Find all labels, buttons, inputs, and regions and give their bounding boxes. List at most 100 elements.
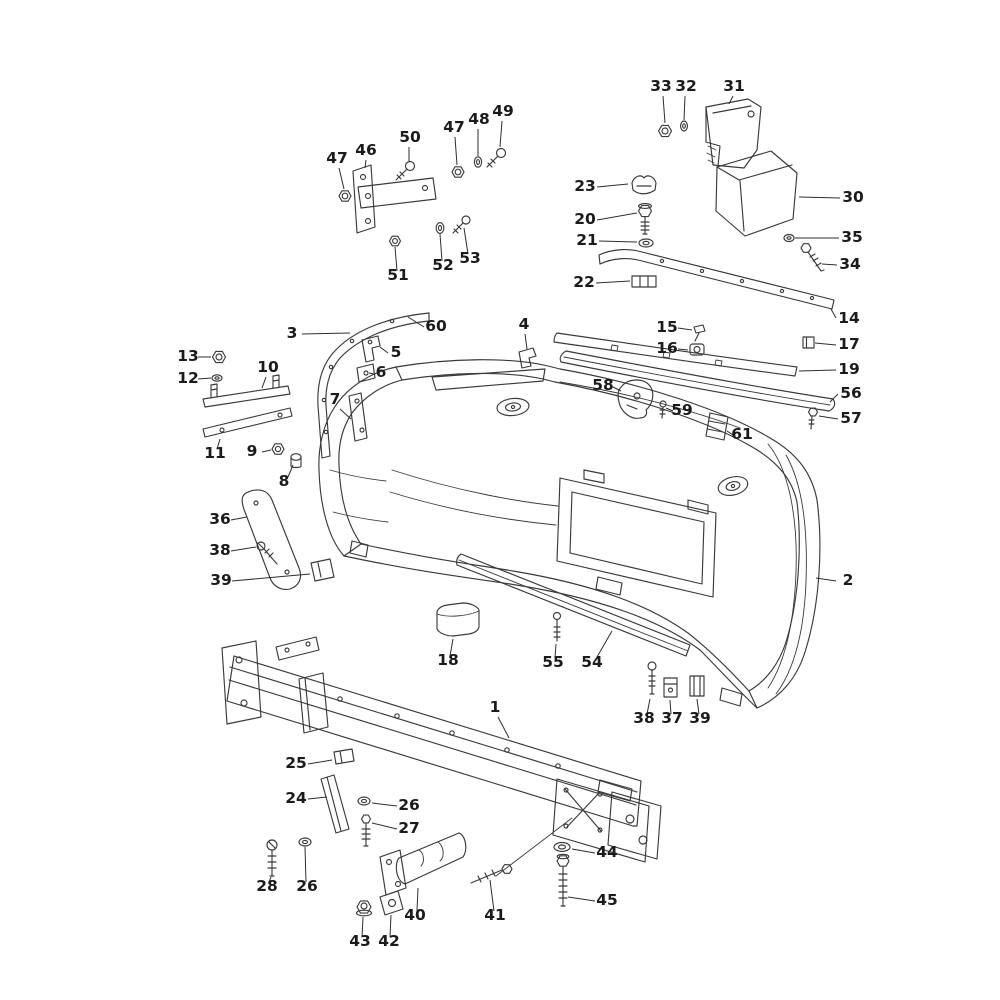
leader-line-24-53: [307, 796, 328, 800]
arch-seal-strip: [317, 312, 430, 459]
spacer-8: [290, 453, 302, 461]
nut-13: [211, 350, 227, 364]
callout-57-36: 57: [840, 409, 862, 427]
leader-line-32-1: [683, 95, 686, 121]
callout-18-45: 18: [437, 651, 459, 669]
leader-line-26-54: [371, 802, 398, 807]
screw-38-left-shaft: [257, 542, 278, 565]
callout-48-7: 48: [468, 110, 490, 128]
callout-60-21: 60: [425, 317, 447, 335]
fasteners-top-left: [338, 147, 507, 247]
leader-line-20-11: [596, 212, 638, 221]
callout-34-14: 34: [839, 255, 861, 273]
clip-39-right: [689, 675, 705, 697]
leader-line-41-61: [489, 879, 495, 912]
leader-line-17-24: [814, 342, 837, 346]
screw-38-right-head: [647, 661, 657, 671]
clip-39-left: [310, 558, 335, 582]
nut-47-right: [451, 166, 465, 178]
callout-14-19: 14: [838, 309, 860, 327]
callout-35-12: 35: [841, 228, 863, 246]
bolt-57-shaft: [808, 415, 815, 430]
bracket-30: [715, 150, 798, 237]
leader-line-34-14: [821, 263, 838, 266]
clip-25: [333, 748, 355, 765]
nut-9: [271, 443, 285, 455]
washer-48: [473, 156, 483, 168]
screw-28-shaft: [267, 849, 277, 877]
callout-23-9: 23: [574, 177, 596, 195]
lower-strip-and-block: [436, 553, 691, 657]
callout-36-41: 36: [209, 510, 231, 528]
leader-line-61-37: [726, 430, 734, 436]
callout-10-29: 10: [257, 358, 279, 376]
screw-38-right-shaft: [648, 669, 656, 695]
bolt-45-head: [556, 855, 570, 867]
shock-absorber-group: [355, 832, 571, 917]
callout-46-4: 46: [355, 141, 377, 159]
washer-35: [783, 233, 795, 243]
strip-7: [348, 392, 368, 442]
leader-line-9-39: [261, 449, 272, 453]
plate-42: [379, 890, 404, 916]
plate-31: [705, 98, 762, 169]
leader-line-49-8: [499, 120, 503, 148]
impact-bar: [221, 636, 662, 877]
leader-line-38-42: [230, 546, 257, 552]
leader-line-56-33: [829, 393, 839, 403]
bolt-45-shaft: [558, 866, 568, 907]
washer-21: [638, 238, 654, 248]
callout-5-26: 5: [391, 343, 402, 361]
screw-27-shaft: [361, 822, 371, 847]
callout-31-2: 31: [723, 77, 745, 95]
trim-strips-center: [518, 324, 836, 441]
screw-41-head: [501, 864, 513, 874]
callout-55-46: 55: [542, 653, 564, 671]
callout-38-49: 38: [633, 709, 655, 727]
boss-left: [496, 397, 530, 417]
boss-right: [717, 475, 749, 497]
callout-50-5: 50: [399, 128, 421, 146]
callout-39-51: 39: [689, 709, 711, 727]
pin-55-shaft: [553, 619, 561, 642]
leader-line-43-62: [361, 916, 364, 938]
leader-line-3-20: [301, 332, 351, 335]
leader-line-6-30: [368, 372, 375, 375]
rail-11: [202, 407, 293, 438]
callout-24-53: 24: [285, 789, 307, 807]
leader-line-25-52: [307, 759, 333, 765]
inner-tray: [556, 477, 717, 598]
callout-58-32: 58: [592, 376, 614, 394]
leader-line-10-29: [261, 376, 267, 389]
side-bracket-36: [241, 489, 335, 591]
leader-line-11-38: [216, 438, 221, 450]
callout-33-0: 33: [650, 77, 672, 95]
clip-37: [663, 677, 678, 698]
leader-line-53-17: [463, 227, 469, 255]
leader-line-26-58: [304, 846, 307, 883]
callout-7-34: 7: [330, 390, 341, 408]
leader-line-19-31: [798, 369, 837, 372]
callout-52-16: 52: [432, 256, 454, 274]
callout-20-11: 20: [574, 210, 596, 228]
callout-54-47: 54: [581, 653, 603, 671]
leader-line-14-19: [830, 308, 837, 319]
leader-line-31-2: [728, 95, 734, 105]
screw-53-shaft: [452, 222, 464, 234]
callout-26-58: 26: [296, 877, 318, 895]
callout-47-6: 47: [443, 118, 465, 136]
reinforcement-strip-14: [598, 249, 835, 310]
rail-10: [202, 385, 291, 408]
leader-line-5-26: [379, 346, 389, 354]
callout-56-33: 56: [840, 384, 862, 402]
strip-19: [553, 332, 798, 377]
leader-line-4-22: [524, 333, 528, 350]
callout-27-55: 27: [398, 819, 420, 837]
leader-line-36-41: [230, 516, 248, 521]
leader-line-1-48: [497, 716, 510, 739]
leader-line-22-18: [595, 280, 631, 284]
diagram-artwork: [202, 98, 836, 917]
